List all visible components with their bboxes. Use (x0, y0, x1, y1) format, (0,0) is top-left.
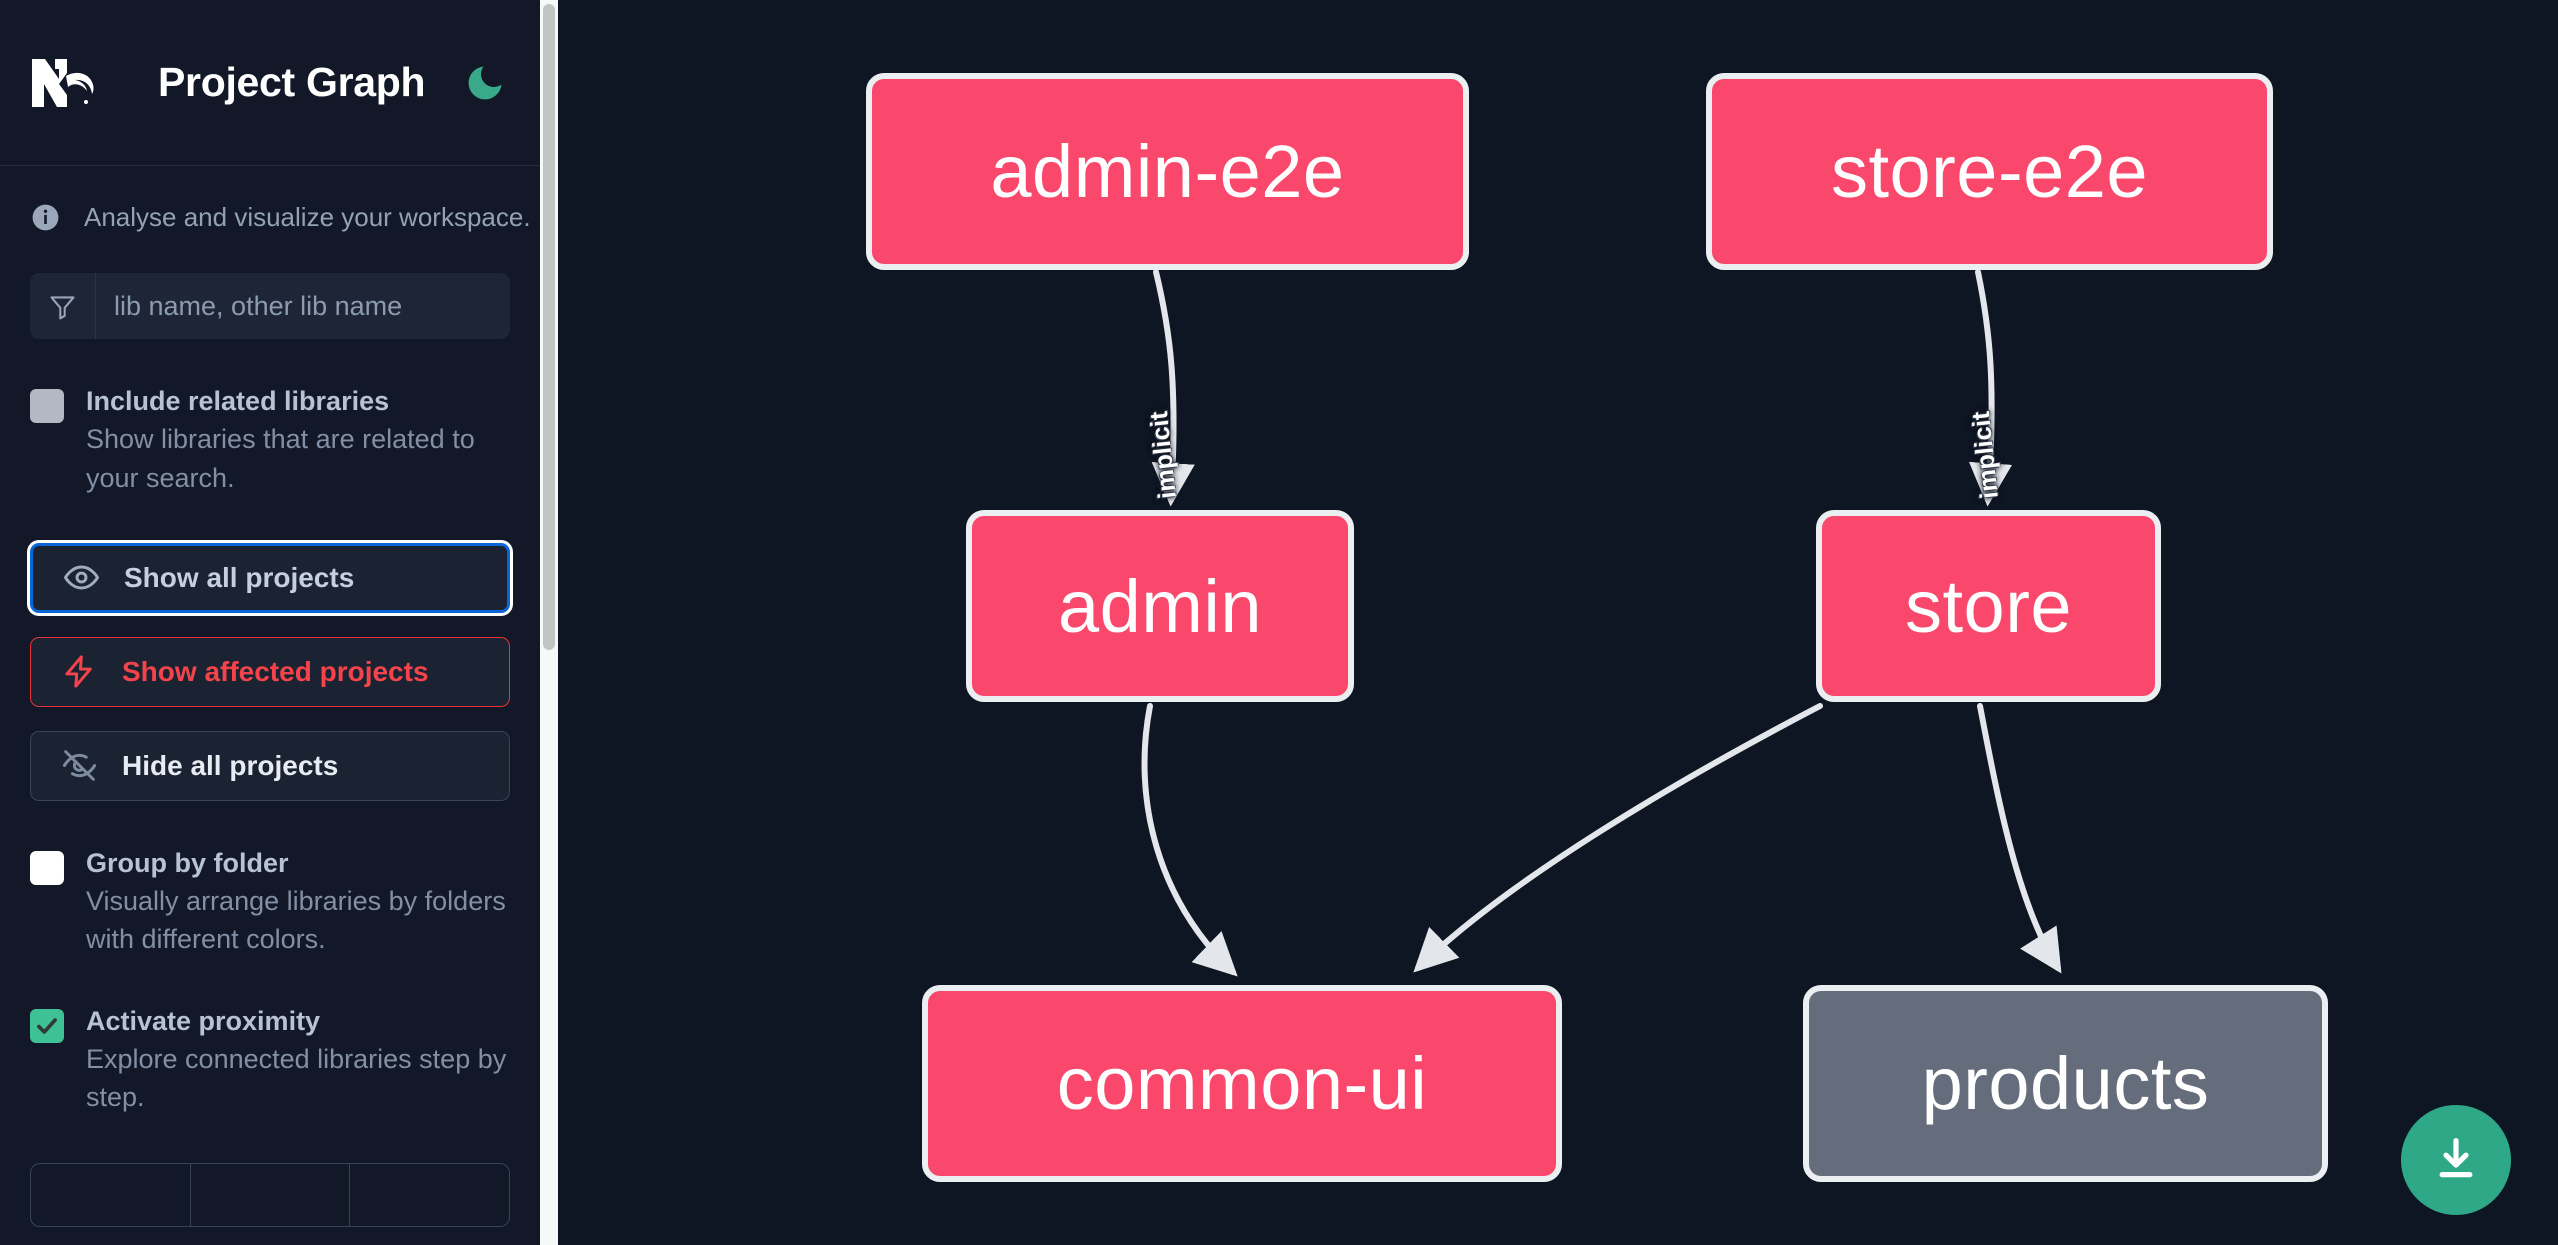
node-label: products (1921, 1042, 2210, 1125)
edge-store-common-ui (1413, 703, 1823, 973)
option-group-by-folder[interactable]: Group by folder Visually arrange librari… (0, 801, 540, 959)
hide-all-projects-button[interactable]: Hide all projects (30, 730, 510, 801)
show-affected-projects-label: Show affected projects (122, 655, 429, 687)
workspace-note: Analyse and visualize your workspace. (0, 166, 540, 273)
download-graph-button[interactable] (2401, 1105, 2511, 1215)
show-affected-projects-button[interactable]: Show affected projects (30, 636, 510, 707)
workspace-note-text: Analyse and visualize your workspace. (84, 202, 531, 232)
nx-logo (30, 55, 116, 111)
edge-admin-e2e-admin (1151, 269, 1195, 507)
option-include-related-libraries[interactable]: Include related libraries Show libraries… (0, 339, 540, 497)
proximity-segment[interactable] (191, 1163, 351, 1226)
graph-edges (1141, 269, 2062, 977)
sidebar: Project Graph Analyse and visualize y (0, 0, 558, 1245)
edge-store-products (1977, 703, 2062, 974)
moon-icon[interactable] (463, 61, 507, 105)
graph-canvas[interactable]: admin-e2e store-e2e admin store common-u… (558, 0, 2558, 1245)
show-all-projects-button[interactable]: Show all projects (30, 542, 510, 613)
node-label: admin-e2e (990, 130, 1345, 213)
proximity-segment[interactable] (350, 1164, 509, 1226)
proximity-segment[interactable] (31, 1163, 191, 1226)
sidebar-scrollbar-track[interactable] (540, 0, 558, 1245)
checkbox-group-by-folder[interactable] (30, 850, 64, 885)
filter-icon (30, 273, 96, 339)
node-label: store-e2e (1830, 130, 2149, 213)
download-icon (2430, 1133, 2482, 1188)
sidebar-header: Project Graph (0, 0, 540, 165)
search-row (30, 273, 510, 339)
graph-node-store[interactable]: store (1816, 510, 2161, 702)
graph-node-products[interactable]: products (1803, 985, 2328, 1182)
show-all-projects-label: Show all projects (124, 561, 355, 593)
option-label: Group by folder (86, 847, 289, 878)
node-label: admin (1057, 564, 1263, 648)
node-label: store (1904, 564, 2072, 648)
page-title: Project Graph (158, 59, 426, 105)
option-label: Include related libraries (86, 386, 390, 416)
header-divider (0, 165, 540, 166)
option-description: Explore connected libraries step by step… (86, 1044, 507, 1113)
graph-node-admin-e2e[interactable]: admin-e2e (866, 73, 1469, 270)
graph-node-admin[interactable]: admin (966, 510, 1354, 702)
hide-all-projects-label: Hide all projects (122, 749, 339, 781)
checkbox-include-related-libraries[interactable] (30, 389, 64, 423)
graph-node-store-e2e[interactable]: store-e2e (1706, 73, 2273, 270)
proximity-step-segmented-control[interactable] (30, 1162, 510, 1227)
sidebar-scroll-area[interactable]: Project Graph Analyse and visualize y (0, 0, 540, 1245)
option-activate-proximity[interactable]: Activate proximity Explore connected lib… (0, 959, 540, 1117)
visibility-button-group: Show all projects Show affected projects… (0, 497, 540, 801)
checkbox-activate-proximity[interactable] (30, 1008, 64, 1043)
node-label: common-ui (1056, 1042, 1428, 1125)
sidebar-scrollbar-thumb[interactable] (543, 4, 555, 650)
option-description: Show libraries that are related to your … (86, 424, 475, 493)
info-icon (30, 202, 61, 233)
option-label: Activate proximity (86, 1005, 321, 1036)
edge-store-e2e-store (1968, 269, 2013, 507)
graph-node-common-ui[interactable]: common-ui (922, 985, 1562, 1182)
option-description: Visually arrange libraries by folders wi… (86, 886, 506, 955)
edge-admin-common-ui (1141, 703, 1238, 977)
search-input[interactable] (96, 273, 510, 339)
